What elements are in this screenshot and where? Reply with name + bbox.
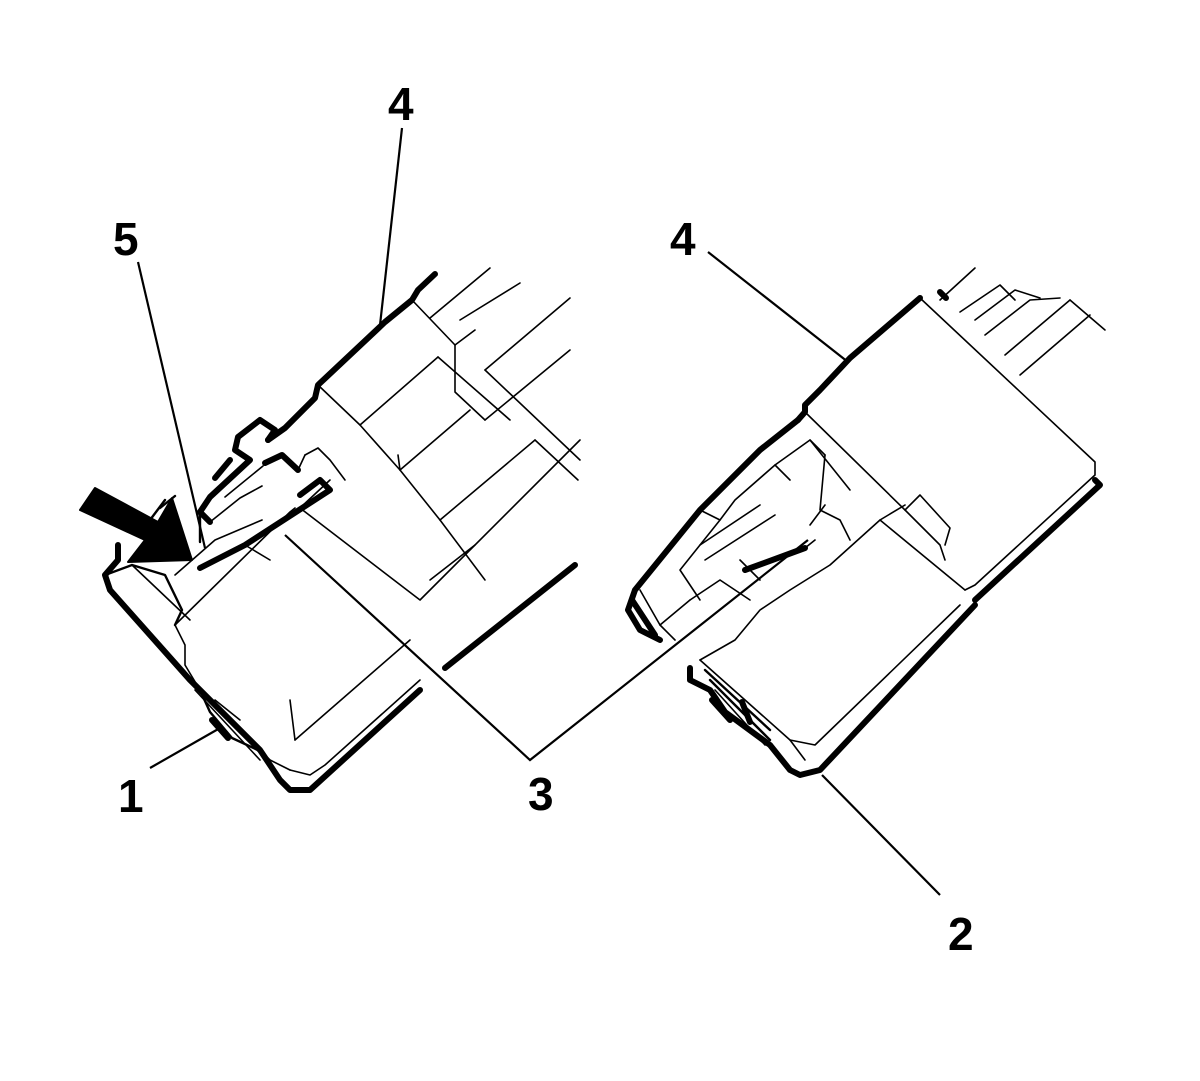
- leader-line-4-right: [707, 251, 849, 363]
- right-locking-section: [625, 417, 851, 643]
- leader-line-1: [149, 727, 221, 769]
- right-connector-assembly: [625, 267, 1106, 778]
- left-locking-latch: [197, 417, 346, 571]
- leader-line-4-left: [378, 127, 404, 326]
- left-lower-connector-body: [102, 439, 581, 793]
- leader-line-5: [136, 261, 207, 549]
- left-connector-assembly: [79, 267, 581, 793]
- right-lower-connector-body: [687, 504, 978, 778]
- callout-4-left: 4: [388, 78, 414, 130]
- callout-4-right: 4: [670, 213, 696, 265]
- leader-lines: [136, 127, 941, 896]
- left-mating-connector-body: [265, 267, 581, 581]
- callout-5: 5: [113, 213, 139, 265]
- callout-3: 3: [528, 768, 554, 820]
- push-direction-arrow-icon: [79, 487, 193, 563]
- leader-line-3: [284, 534, 809, 762]
- right-mating-connector-body: [795, 267, 1106, 603]
- callout-labels: 4 5 4 1 3 2: [113, 78, 974, 960]
- callout-2: 2: [948, 908, 974, 960]
- callout-1: 1: [118, 770, 144, 822]
- leader-line-2: [821, 774, 941, 896]
